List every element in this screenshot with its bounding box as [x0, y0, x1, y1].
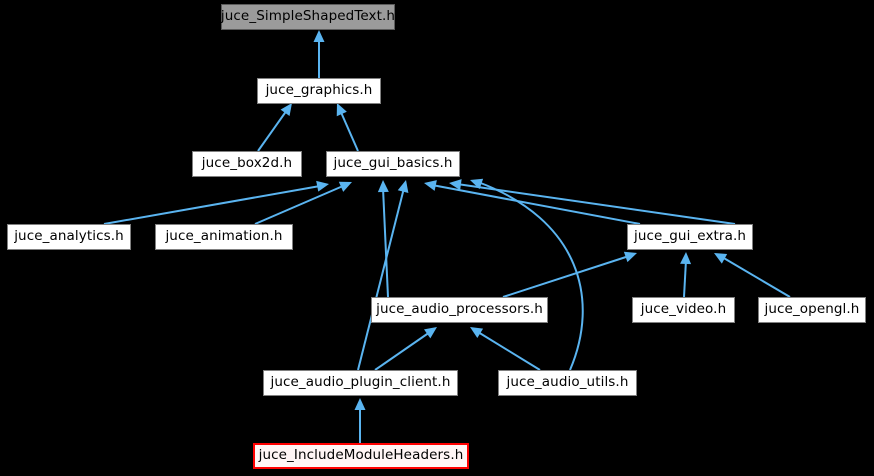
graph-node-include_module_headers[interactable]: juce_IncludeModuleHeaders.h [253, 443, 469, 469]
edge-audio_processors-to-gui_basics-left [382, 187, 389, 298]
edge-analytics-to-gui_basics [103, 185, 321, 225]
graph-node-label: juce_box2d.h [201, 155, 293, 172]
graph-node-audio_plugin_client[interactable]: juce_audio_plugin_client.h [263, 370, 458, 396]
edge-graphics-to-simple_shaped_text-arrowhead [313, 30, 325, 42]
edge-audio_processors-to-gui_extra-arrowhead [623, 251, 637, 263]
graph-node-label: juce_video.h [640, 301, 727, 318]
edge-gui_basics-to-graphics [339, 109, 359, 152]
graph-node-graphics[interactable]: juce_graphics.h [257, 78, 381, 104]
edge-audio_processors-to-gui_basics-left-arrowhead [377, 180, 389, 193]
graph-node-video[interactable]: juce_video.h [632, 297, 735, 323]
edge-gui_extra-right-to-gui_basics [456, 183, 736, 225]
graph-node-label: juce_graphics.h [265, 82, 373, 99]
edge-gui_extra-to-gui_basics [431, 184, 641, 225]
edge-animation-to-gui_basics-arrowhead [338, 181, 352, 192]
graph-node-box2d[interactable]: juce_box2d.h [192, 151, 302, 177]
graph-node-opengl[interactable]: juce_opengl.h [758, 297, 866, 323]
graph-node-audio_utils[interactable]: juce_audio_utils.h [498, 370, 637, 396]
edge-audio_plugin_client-to-gui_basics [357, 187, 405, 371]
edge-audio_plugin_client-to-gui_basics-arrowhead [397, 180, 409, 193]
edge-gui_extra-right-to-gui_basics-arrowhead [449, 179, 462, 191]
edge-audio_utils-to-gui_basics-curve [477, 181, 584, 371]
graph-node-gui_extra[interactable]: juce_gui_extra.h [627, 224, 753, 250]
edge-include_module_headers-to-audio_plugin_client-arrowhead [354, 398, 366, 410]
graph-node-label: juce_opengl.h [764, 301, 860, 318]
edge-audio_utils-to-audio_processors-arrowhead [470, 327, 484, 338]
graph-node-label: juce_audio_plugin_client.h [270, 374, 451, 391]
edge-video-to-gui_extra [683, 259, 687, 298]
graph-node-gui_basics[interactable]: juce_gui_basics.h [326, 151, 460, 177]
edge-audio_plugin_client-to-audio_processors [374, 331, 431, 371]
edge-opengl-to-gui_extra [721, 256, 791, 298]
graph-node-label: juce_analytics.h [14, 228, 124, 245]
edge-gui_basics-to-graphics-arrowhead [336, 103, 347, 117]
edge-gui_extra-to-gui_basics-arrowhead [424, 180, 437, 191]
edge-animation-to-gui_basics [254, 185, 344, 225]
edge-audio_plugin_client-to-audio_processors-arrowhead [424, 327, 437, 339]
edge-box2d-to-graphics-arrowhead [280, 103, 292, 116]
graph-node-label: juce_audio_utils.h [506, 374, 629, 391]
graph-node-simple_shaped_text[interactable]: juce_SimpleShapedText.h [221, 4, 395, 30]
graph-node-animation[interactable]: juce_animation.h [155, 224, 293, 250]
graph-node-label: juce_SimpleShapedText.h [220, 8, 396, 25]
edge-audio_utils-to-audio_processors [477, 331, 541, 371]
edge-analytics-to-gui_basics-arrowhead [316, 180, 329, 192]
edge-audio_processors-to-gui_extra [502, 255, 630, 298]
graph-node-label: juce_gui_basics.h [333, 155, 453, 172]
edge-video-to-gui_extra-arrowhead [680, 252, 692, 265]
graph-node-label: juce_audio_processors.h [376, 301, 543, 318]
edge-audio_utils-to-gui_basics-curve-arrowhead [470, 178, 484, 190]
graph-node-audio_processors[interactable]: juce_audio_processors.h [371, 297, 548, 323]
graph-node-label: juce_IncludeModuleHeaders.h [258, 447, 464, 464]
graph-node-label: juce_animation.h [165, 228, 283, 245]
edge-box2d-to-graphics [257, 109, 288, 152]
graph-node-label: juce_gui_extra.h [633, 228, 747, 245]
graph-node-analytics[interactable]: juce_analytics.h [7, 224, 131, 250]
edge-opengl-to-gui_extra-arrowhead [714, 253, 728, 264]
